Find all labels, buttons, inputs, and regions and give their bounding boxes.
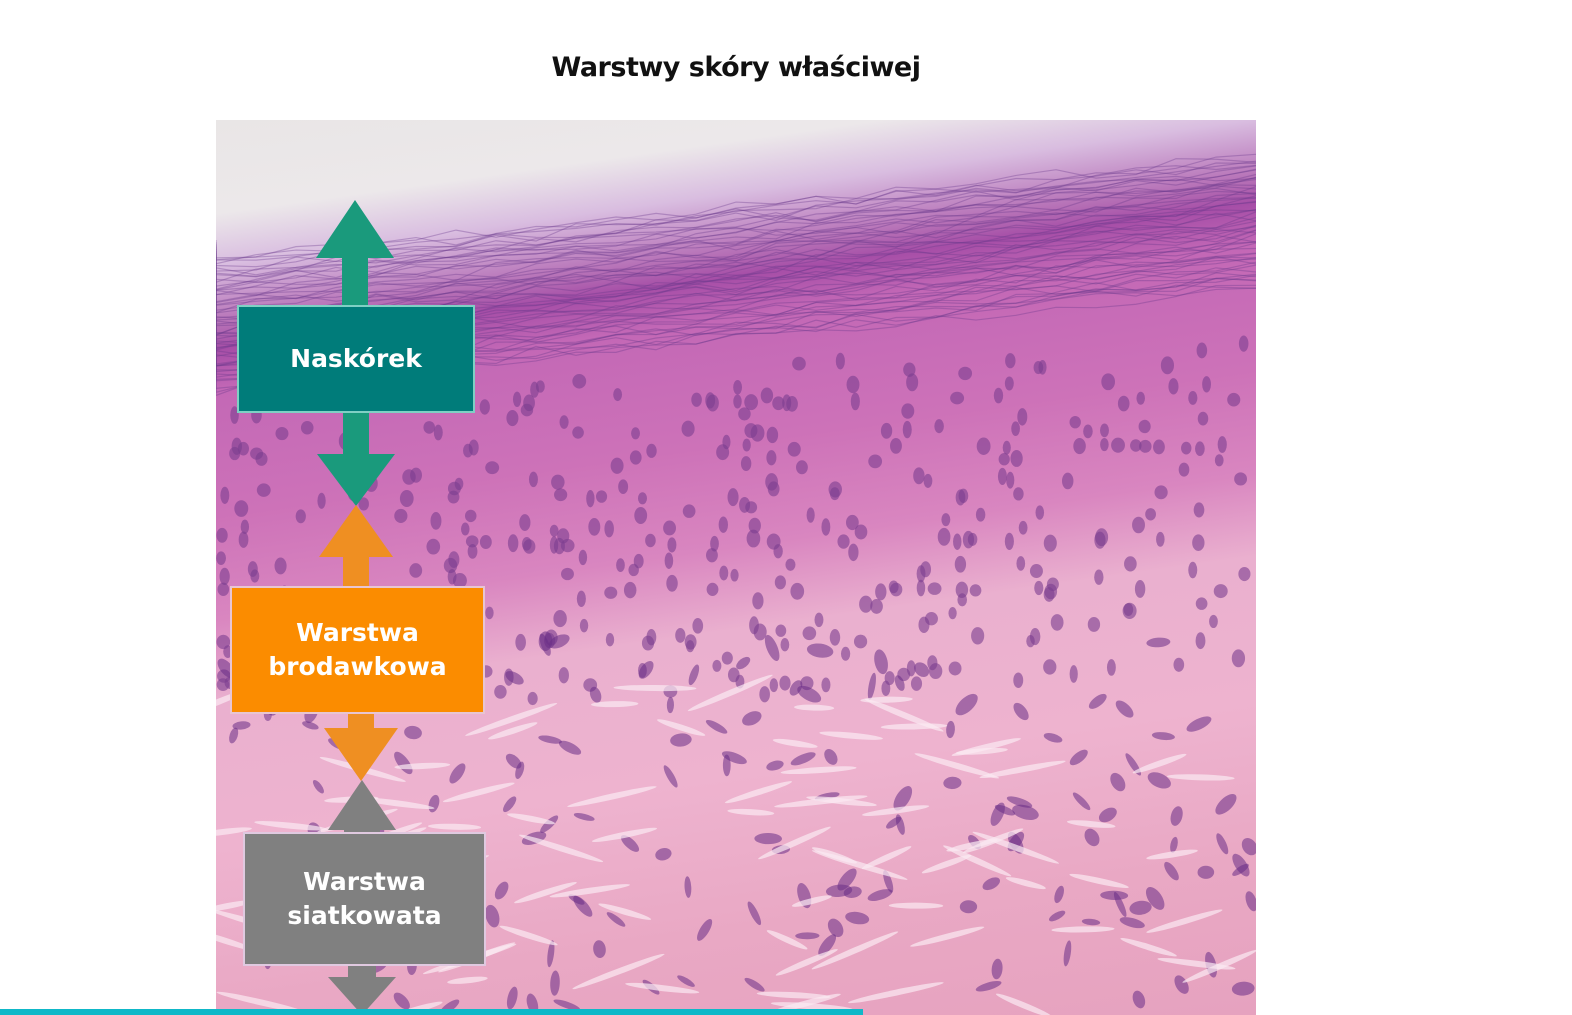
progress-line bbox=[0, 1009, 863, 1015]
label-papillary-text: Warstwa brodawkowa bbox=[268, 618, 447, 681]
diagram-title: Warstwy skóry właściwej bbox=[551, 52, 921, 83]
papillary-up-arrow-icon bbox=[319, 505, 393, 587]
epidermis-up-arrow-icon bbox=[316, 200, 394, 310]
papillary-down-arrow-icon bbox=[324, 713, 398, 781]
reticular-up-arrow-icon bbox=[328, 780, 396, 834]
epidermis-down-arrow-icon bbox=[317, 412, 395, 506]
label-epidermis: Naskórek bbox=[237, 305, 475, 413]
label-reticular-layer: Warstwa siatkowata bbox=[243, 832, 486, 966]
label-reticular-text: Warstwa siatkowata bbox=[287, 867, 442, 930]
label-papillary-layer: Warstwa brodawkowa bbox=[230, 586, 485, 714]
reticular-down-arrow-icon bbox=[328, 965, 396, 1015]
